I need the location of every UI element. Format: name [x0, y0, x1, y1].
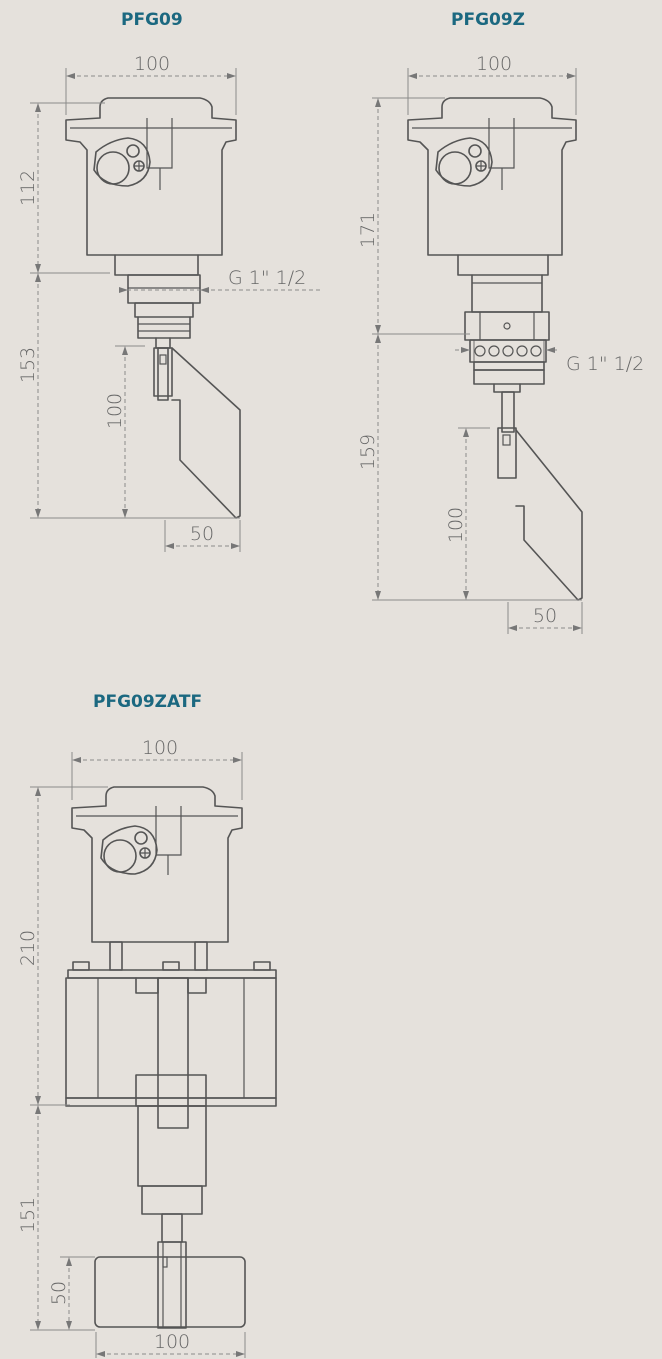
- pfg09z-paddle-height-label: 100: [445, 507, 467, 543]
- pfg09z-process-connection: [457, 254, 550, 393]
- pfg09z-paddle-width-label: 50: [533, 605, 557, 627]
- pfg09z-shaft-and-paddle: [497, 391, 583, 601]
- pfg09zatf-dimensions: [30, 752, 246, 1358]
- pfg09zatf-housing-height-label: 210: [17, 930, 39, 966]
- pfg09zatf-dimension-labels: 100 210 151 50 100: [17, 737, 190, 1353]
- pfg09-width-label: 100: [134, 53, 170, 75]
- pfg09zatf-temperature-extension: [65, 941, 277, 1129]
- title-pfg09: PFG09: [121, 10, 183, 30]
- pfg09zatf-paddle-width-label: 100: [154, 1331, 190, 1353]
- pfg09z-drawing: 100 171 159 100 50 G 1" 1/2: [357, 53, 644, 634]
- pfg09-dimensions: [30, 68, 320, 552]
- pfg09-housing: [65, 97, 237, 256]
- pfg09z-width-label: 100: [476, 53, 512, 75]
- pfg09-housing-height-label: 112: [17, 170, 39, 206]
- pfg09z-thread-label: G 1" 1/2: [566, 353, 644, 375]
- pfg09zatf-probe-length-label: 151: [17, 1197, 39, 1233]
- pfg09z-probe-length-label: 159: [357, 434, 379, 470]
- pfg09-process-connection: [114, 254, 201, 349]
- pfg09zatf-drawing: 100 210 151 50 100: [17, 737, 277, 1358]
- pfg09-shaft-and-paddle: [153, 347, 241, 519]
- pfg09-thread-label: G 1" 1/2: [228, 267, 306, 289]
- pfg09zatf-lower-probe: [94, 1105, 246, 1329]
- pfg09-drawing: 100 112 153 100 50 G 1" 1/2: [17, 53, 320, 552]
- pfg09zatf-housing: [71, 786, 243, 943]
- pfg09z-housing: [407, 97, 577, 256]
- title-pfg09zatf: PFG09ZATF: [93, 692, 203, 712]
- pfg09z-housing-height-label: 171: [357, 212, 379, 248]
- title-pfg09z: PFG09Z: [451, 10, 526, 30]
- pfg09z-dimensions: [372, 68, 583, 634]
- pfg09zatf-width-label: 100: [142, 737, 178, 759]
- pfg09zatf-paddle-height-label: 50: [48, 1281, 70, 1305]
- pfg09-probe-length-label: 153: [17, 347, 39, 383]
- pfg09z-dimension-labels: 100 171 159 100 50 G 1" 1/2: [357, 53, 644, 627]
- pfg09-paddle-width-label: 50: [190, 523, 214, 545]
- pfg09-dimension-labels: 100 112 153 100 50 G 1" 1/2: [17, 53, 306, 545]
- pfg09-paddle-height-label: 100: [104, 393, 126, 429]
